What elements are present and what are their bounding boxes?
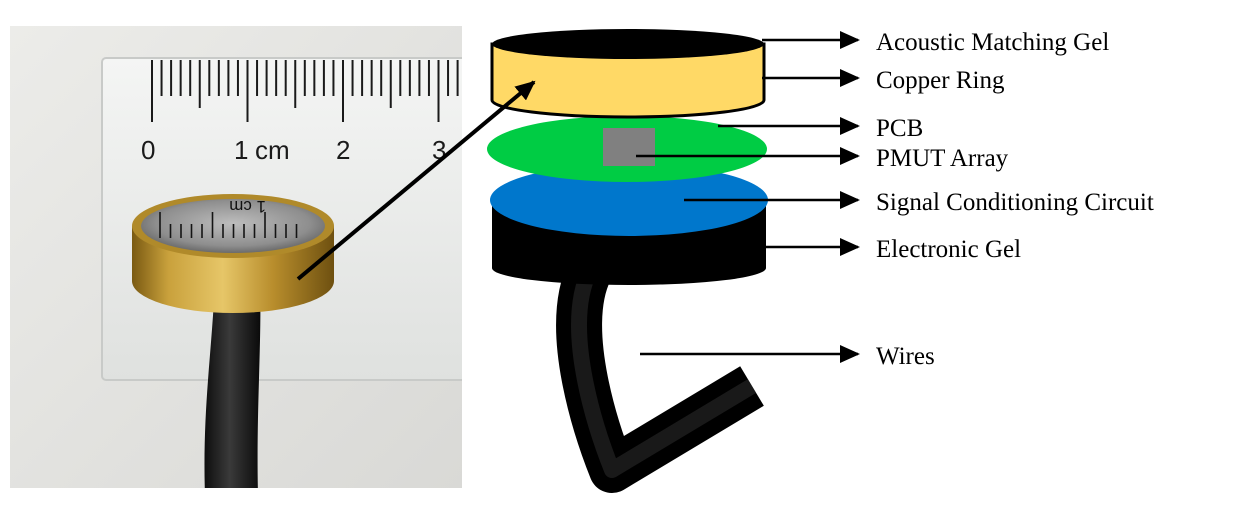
cable <box>204 276 261 488</box>
label-wires: Wires <box>876 343 935 370</box>
label-pcb: PCB <box>876 115 923 142</box>
ruler-unit-cm: cm <box>255 135 290 165</box>
ruler-number-1: 1 <box>234 135 248 165</box>
photo-to-diagram-arrow <box>296 80 536 281</box>
signal-conditioning-circuit-shape <box>490 164 768 236</box>
face-ticks <box>159 212 298 238</box>
device-photo-drawing: 0 1 cm 2 3 1 cm <box>10 26 462 488</box>
label-electronic-gel: Electronic Gel <box>876 236 1021 263</box>
label-acoustic-matching-gel: Acoustic Matching Gel <box>876 29 1109 56</box>
device-photo: 0 1 cm 2 3 1 cm <box>10 26 462 488</box>
acoustic-matching-gel-shape <box>492 29 764 59</box>
ruler-ticks <box>151 60 459 122</box>
device-housing: 1 cm <box>132 194 334 313</box>
wires-shape <box>556 259 764 493</box>
label-copper-ring: Copper Ring <box>876 67 1005 94</box>
ruler-number-0: 0 <box>141 135 155 165</box>
label-pmut-array: PMUT Array <box>876 145 1009 172</box>
label-signal-conditioning-circuit: Signal Conditioning Circuit <box>876 189 1154 216</box>
pmut-array-shape <box>603 128 655 166</box>
device-engraving: 1 cm <box>229 197 266 216</box>
ruler-number-2: 2 <box>336 135 350 165</box>
